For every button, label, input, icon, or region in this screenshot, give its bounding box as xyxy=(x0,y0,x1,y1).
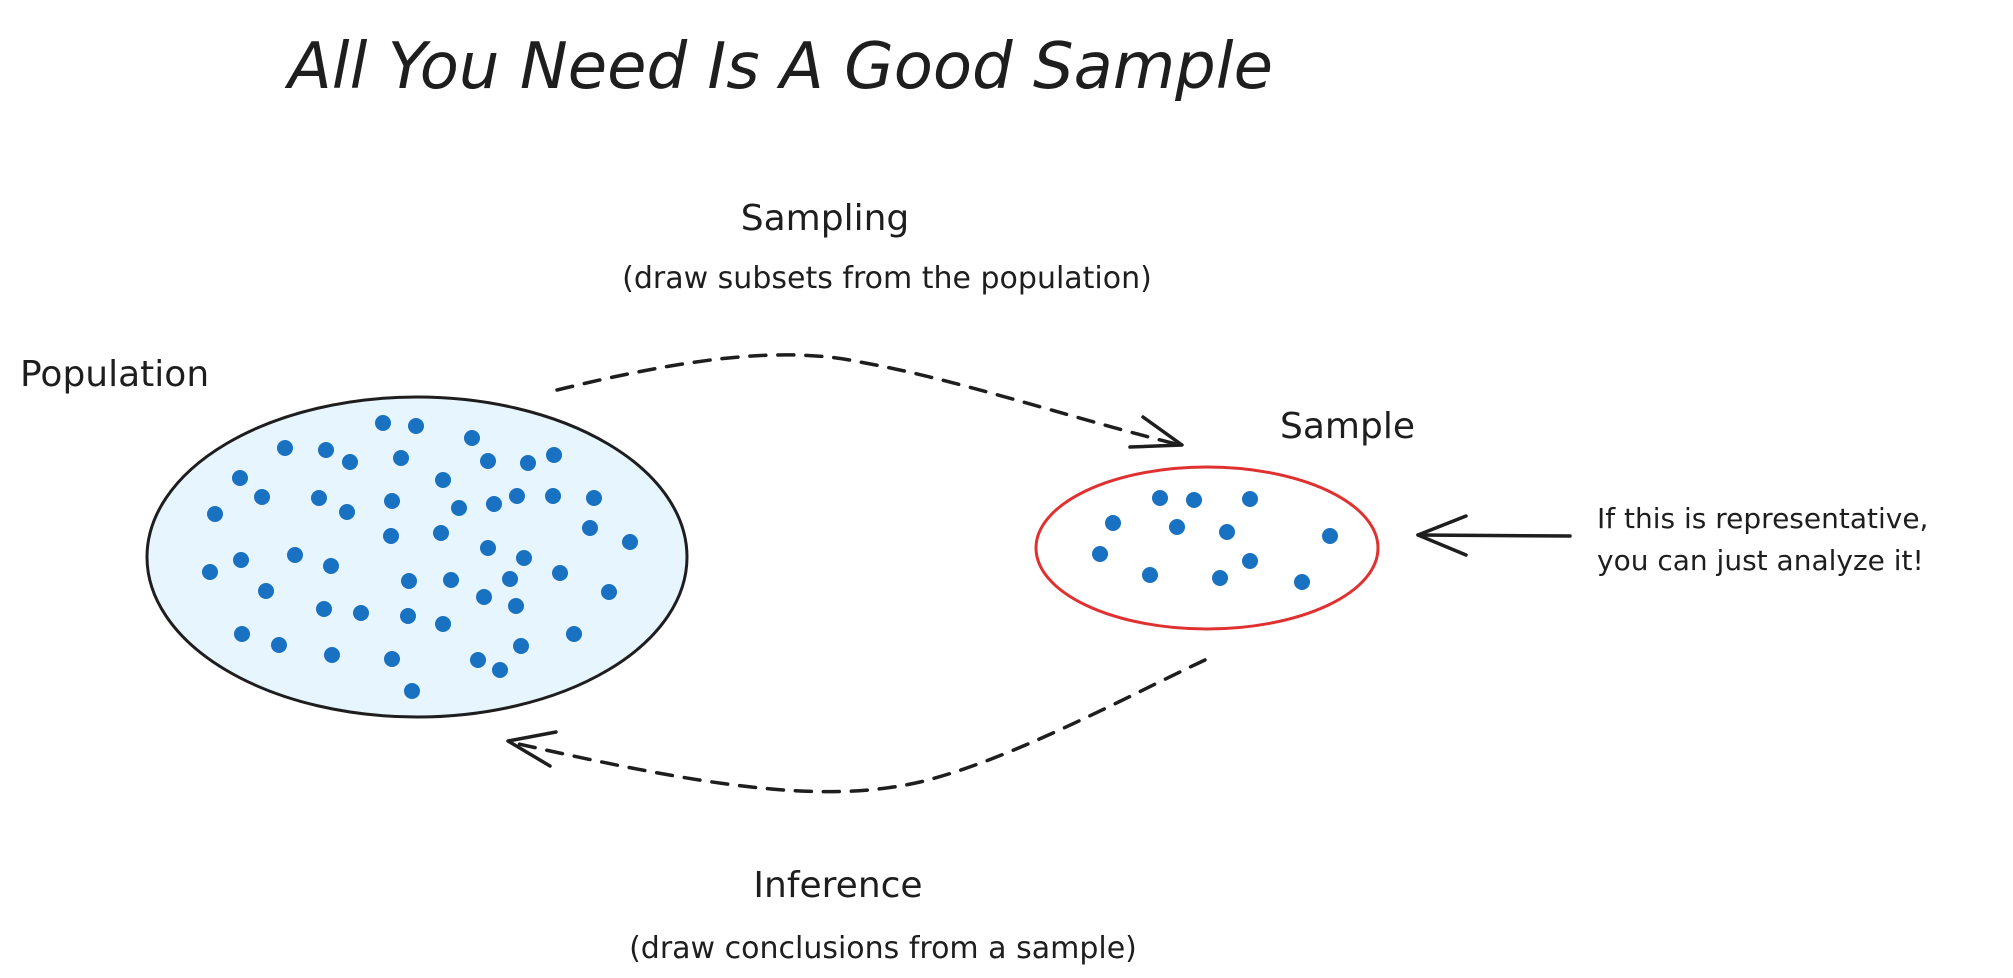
population-dot xyxy=(508,598,524,614)
population-dot xyxy=(552,565,568,581)
population-dot xyxy=(384,493,400,509)
sample-dot xyxy=(1242,553,1258,569)
population-dot xyxy=(443,572,459,588)
population-label: Population xyxy=(20,354,209,395)
population-dot xyxy=(520,455,536,471)
population-dot xyxy=(384,651,400,667)
inference-arrowhead xyxy=(506,730,558,768)
population-dot xyxy=(287,547,303,563)
population-dot xyxy=(480,540,496,556)
note-line-2: you can just analyze it! xyxy=(1597,544,1924,577)
inference-label: Inference xyxy=(753,865,922,906)
note-arrow xyxy=(1416,533,1572,538)
population-dot xyxy=(582,520,598,536)
population-dot xyxy=(323,558,339,574)
sampling-arrowhead xyxy=(1128,415,1184,449)
population-dot xyxy=(601,584,617,600)
sample-ellipse xyxy=(1034,465,1380,631)
population-dot xyxy=(401,573,417,589)
population-dot xyxy=(502,571,518,587)
population-dot xyxy=(375,415,391,431)
population-dot xyxy=(258,583,274,599)
population-dots xyxy=(202,415,638,699)
population-dot xyxy=(433,525,449,541)
population-dot xyxy=(400,608,416,624)
population-dot xyxy=(435,472,451,488)
population-dot xyxy=(545,488,561,504)
sample-dot xyxy=(1242,491,1258,507)
population-dot xyxy=(234,626,250,642)
population-dot xyxy=(277,440,293,456)
population-dot xyxy=(339,504,355,520)
sample-dot xyxy=(1186,492,1202,508)
population-dot xyxy=(480,453,496,469)
sample-dot xyxy=(1294,574,1310,590)
inference-sublabel: (draw conclusions from a sample) xyxy=(629,931,1137,966)
population-dot xyxy=(470,652,486,668)
sample-dot xyxy=(1169,519,1185,535)
population-dot xyxy=(622,534,638,550)
population-dot xyxy=(316,601,332,617)
population-dot xyxy=(383,528,399,544)
population-dot xyxy=(311,490,327,506)
sample-dot xyxy=(1219,524,1235,540)
population-dot xyxy=(232,470,248,486)
population-dot xyxy=(566,626,582,642)
sample-label: Sample xyxy=(1280,406,1415,447)
population-dot xyxy=(233,552,249,568)
sampling-arrow xyxy=(555,353,1182,447)
population-dot xyxy=(509,488,525,504)
sampling-label: Sampling xyxy=(741,198,910,239)
diagram-title: All You Need Is A Good Sample xyxy=(284,30,1273,104)
population-dot xyxy=(271,637,287,653)
population-dot xyxy=(408,418,424,434)
population-dot xyxy=(451,500,467,516)
note-line-1: If this is representative, xyxy=(1597,502,1928,535)
population-dot xyxy=(464,430,480,446)
sample-dot xyxy=(1105,515,1121,531)
population-dot xyxy=(546,447,562,463)
population-ellipse xyxy=(145,395,689,719)
sampling-sublabel: (draw subsets from the population) xyxy=(622,261,1152,296)
population-dot xyxy=(586,490,602,506)
inference-arrow xyxy=(508,658,1207,794)
population-dot xyxy=(435,616,451,632)
population-dot xyxy=(516,550,532,566)
population-dot xyxy=(353,605,369,621)
sample-dot xyxy=(1152,490,1168,506)
population-dot xyxy=(254,489,270,505)
population-dot xyxy=(404,683,420,699)
sample-dot xyxy=(1212,570,1228,586)
sample-dot xyxy=(1142,567,1158,583)
population-dot xyxy=(476,589,492,605)
population-dot xyxy=(202,564,218,580)
population-dot xyxy=(393,450,409,466)
sample-dot xyxy=(1322,528,1338,544)
population-dot xyxy=(486,496,502,512)
population-dot xyxy=(492,662,508,678)
population-dot xyxy=(513,638,529,654)
sample-dot xyxy=(1092,546,1108,562)
note-arrowhead xyxy=(1416,514,1468,557)
sample-dots xyxy=(1092,490,1338,590)
population-dot xyxy=(342,454,358,470)
population-dot xyxy=(207,506,223,522)
population-dot xyxy=(318,442,334,458)
population-dot xyxy=(324,647,340,663)
